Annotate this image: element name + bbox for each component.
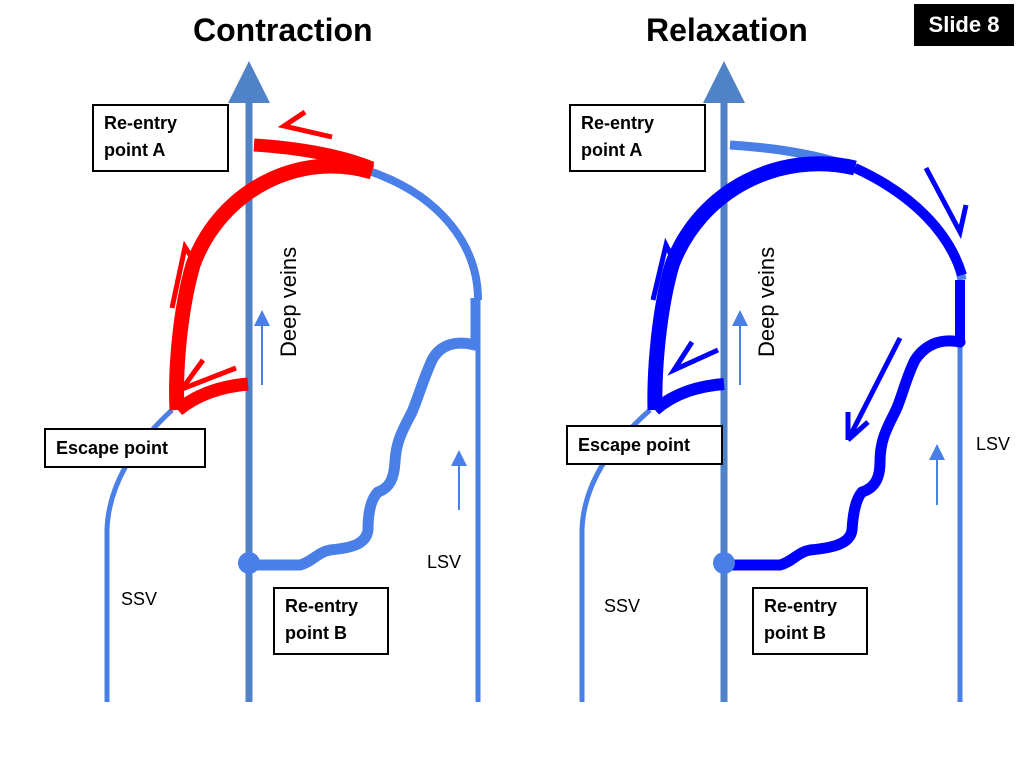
deep-veins-label: Deep veins: [276, 246, 301, 357]
reentry-b-junction: [238, 552, 260, 574]
reflux-arrow-top: [277, 109, 333, 140]
slide-number-badge: Slide 8: [914, 4, 1014, 46]
flow-arrow-side: [650, 237, 679, 301]
reentry-b-junction: [713, 552, 735, 574]
perforator-vein: [718, 335, 966, 571]
relaxation-title: Relaxation: [646, 12, 808, 48]
reentry-b-flow: [651, 378, 725, 415]
ssv-vein: [579, 408, 652, 702]
reflux-arc: [169, 158, 375, 411]
lsv-label: LSV: [976, 434, 1011, 454]
reflux-arrow-side: [169, 240, 200, 309]
dome-vein: [370, 168, 482, 301]
contraction-panel: [104, 61, 482, 702]
ssv-label: SSV: [121, 589, 158, 609]
relaxation-panel: [579, 61, 969, 702]
flow-arrow-dome: [923, 166, 969, 240]
escape-point-label: Escape point: [566, 425, 723, 465]
ssv-label: SSV: [604, 596, 641, 616]
flow-arrow-low: [667, 340, 720, 376]
reentry-a-reflux: [253, 138, 375, 175]
ssv-vein: [104, 408, 174, 702]
reentry-b-label: Re-entry point B: [273, 587, 389, 655]
reentry-a-label: Re-entry point A: [569, 104, 706, 172]
perforator-vein: [243, 337, 481, 571]
deep-veins-label: Deep veins: [754, 246, 779, 357]
escape-point-label: Escape point: [44, 428, 206, 468]
lsv-label: LSV: [427, 552, 462, 572]
reentry-b-label: Re-entry point B: [752, 587, 868, 655]
reentry-a-label: Re-entry point A: [92, 104, 229, 172]
reflux-arrow-low: [174, 358, 237, 395]
contraction-title: Contraction: [193, 12, 373, 48]
reentry-b-reflux: [173, 377, 249, 416]
flow-arrow-perforator: [845, 336, 903, 442]
dome-return-flow: [852, 163, 967, 277]
